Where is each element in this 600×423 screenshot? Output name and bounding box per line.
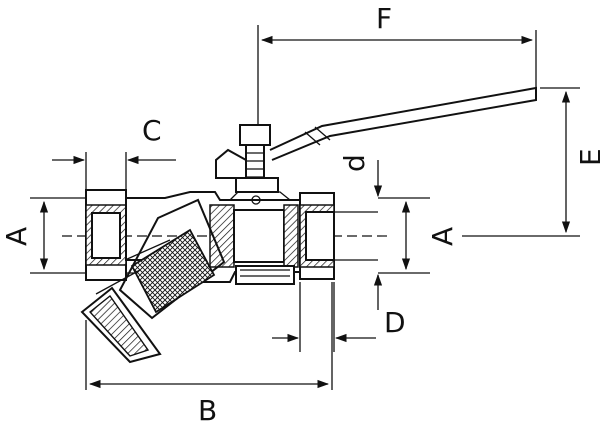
label-e: E (574, 148, 600, 166)
label-b: B (198, 394, 217, 423)
label-a-left: A (0, 227, 33, 246)
right-port (299, 192, 378, 280)
strainer-branch (80, 198, 226, 364)
label-c: C (142, 114, 162, 147)
label-a-right: A (426, 227, 459, 246)
valve-stem (215, 124, 279, 193)
label-d-small: d (338, 154, 371, 172)
handle-lever (269, 86, 537, 161)
label-f: F (376, 2, 392, 35)
left-port (85, 189, 160, 281)
label-d-large: D (384, 306, 406, 339)
